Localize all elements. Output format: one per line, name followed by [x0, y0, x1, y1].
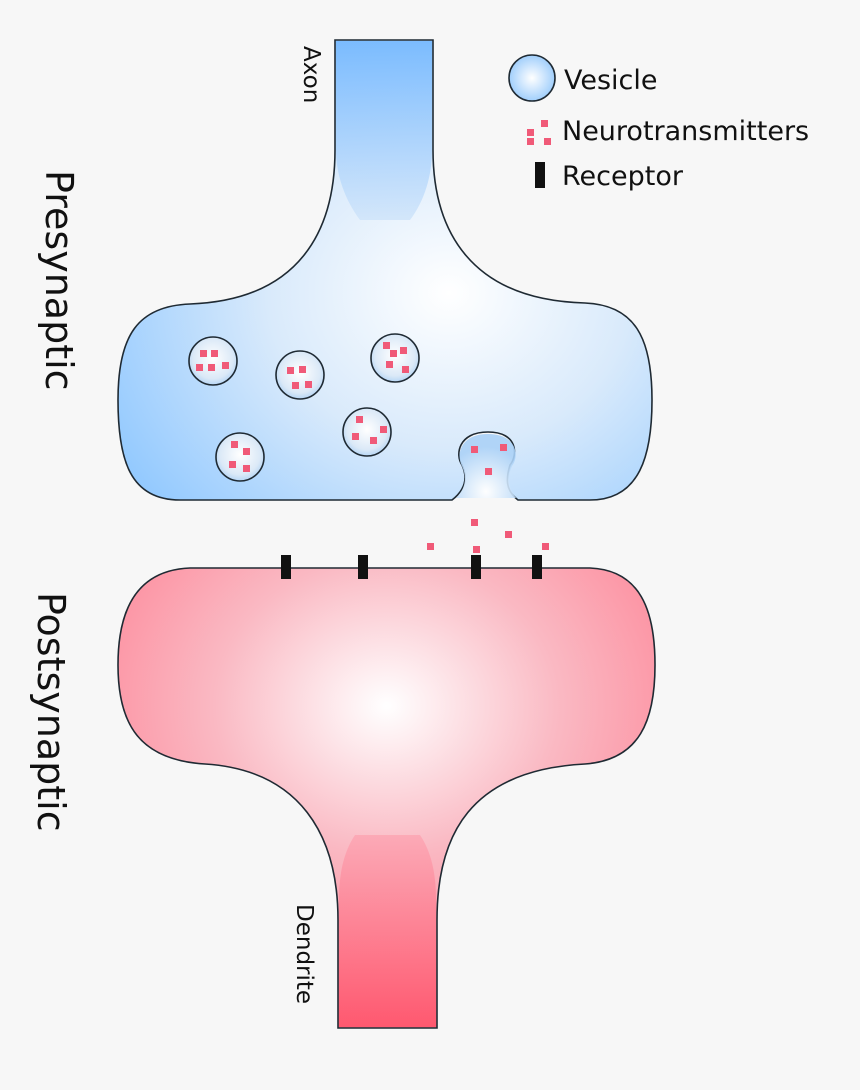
presynaptic-label: Presynaptic — [37, 170, 81, 391]
legend-vesicle-label: Vesicle — [564, 65, 658, 96]
legend-receptor-label: Receptor — [562, 161, 684, 192]
postsynaptic-terminal — [117, 567, 656, 1029]
vesicle-icon — [508, 54, 556, 102]
axon-label: Axon — [298, 46, 324, 103]
receptor — [281, 555, 291, 579]
postsynaptic-label: Postsynaptic — [29, 592, 73, 832]
legend-neurotransmitters-label: Neurotransmitters — [562, 116, 809, 147]
dendrite-label: Dendrite — [291, 904, 317, 1004]
cleft-neurotransmitters — [427, 519, 549, 553]
receptor — [358, 555, 368, 579]
released-neurotransmitters-in-vesicle — [471, 444, 507, 475]
axon-shaft — [336, 41, 432, 220]
neurotransmitters-icon — [527, 120, 551, 145]
legend: Vesicle Neurotransmitters Receptor — [508, 54, 809, 192]
receptor-icon — [535, 162, 545, 188]
vesicle — [275, 350, 325, 400]
receptor — [471, 555, 481, 579]
vesicle — [370, 333, 420, 383]
dendrite-shaft — [339, 835, 436, 1027]
vesicle — [215, 432, 265, 482]
vesicle — [342, 407, 392, 457]
fusing-vesicle — [456, 434, 516, 498]
presynaptic-terminal — [117, 39, 653, 501]
vesicle — [188, 336, 238, 386]
receptor — [532, 555, 542, 579]
